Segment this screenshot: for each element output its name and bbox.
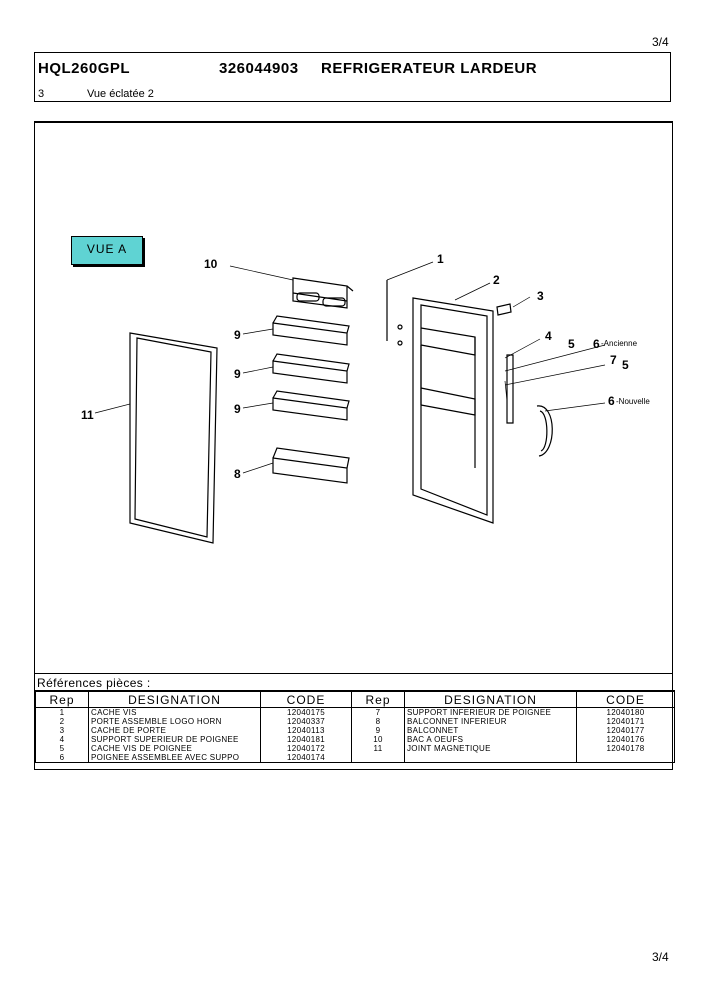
callout-7: 7	[610, 353, 617, 367]
cell-rep: 10	[351, 735, 405, 744]
table-header-row: Rep DESIGNATION CODE Rep DESIGNATION COD…	[35, 690, 675, 708]
cell-designation	[404, 753, 577, 763]
cell-rep: 4	[35, 735, 89, 744]
table-row: 1 CACHE VIS 12040175 7 SUPPORT INFERIEUR…	[35, 707, 675, 717]
table-row: 4 SUPPORT SUPERIEUR DE POIGNEE 12040181 …	[35, 735, 675, 744]
product-code: 326044903	[219, 60, 299, 77]
cell-rep: 1	[35, 707, 89, 717]
annotation-ancienne: -Ancienne	[601, 339, 638, 348]
callout-4: 4	[545, 329, 552, 343]
cell-code: 12040176	[576, 735, 675, 744]
section-index: 3	[38, 88, 45, 100]
cell-rep	[351, 753, 405, 763]
table-row: 5 CACHE VIS DE POIGNEE 12040172 11 JOINT…	[35, 744, 675, 753]
cell-code: 12040180	[576, 707, 675, 717]
part-poignee	[506, 354, 553, 457]
part-bac-a-oeufs	[292, 277, 354, 309]
cell-code: 12040181	[260, 735, 352, 744]
references-title: Références pièces :	[37, 676, 151, 690]
part-balconnet-inferieur	[272, 447, 350, 484]
cell-code: 12040171	[576, 717, 675, 726]
cell-designation: POIGNEE ASSEMBLEE AVEC SUPPO	[88, 753, 261, 763]
callout-1: 1	[437, 252, 444, 266]
cell-designation: CACHE VIS	[88, 707, 261, 717]
cell-rep: 2	[35, 717, 89, 726]
callout-5a: 5	[568, 337, 575, 351]
annotation-nouvelle: -Nouvelle	[616, 397, 650, 406]
parts-table: Rep DESIGNATION CODE Rep DESIGNATION COD…	[35, 690, 675, 763]
exploded-view-drawing: 10 9 9 9 8 11 1 2 3 4 5 6 7 5 6 -Ancienn…	[81, 252, 650, 544]
document-header: HQL260GPL 326044903 REFRIGERATEUR LARDEU…	[34, 52, 671, 102]
cell-rep: 7	[351, 707, 405, 717]
cell-rep: 11	[351, 744, 405, 753]
col-header-rep-2: Rep	[351, 690, 405, 708]
cell-rep: 5	[35, 744, 89, 753]
page-number-bottom: 3/4	[652, 950, 669, 964]
cell-rep: 9	[351, 726, 405, 735]
exploded-view-figure: 10 9 9 9 8 11 1 2 3 4 5 6 7 5 6 -Ancienn…	[34, 121, 673, 674]
cell-designation: PORTE ASSEMBLE LOGO HORN	[88, 717, 261, 726]
cell-designation: BALCONNET	[404, 726, 577, 735]
cell-rep: 3	[35, 726, 89, 735]
table-row: 2 PORTE ASSEMBLE LOGO HORN 12040337 8 BA…	[35, 717, 675, 726]
part-balconnet-1	[272, 315, 350, 346]
cell-code: 12040178	[576, 744, 675, 753]
col-header-rep: Rep	[35, 690, 89, 708]
model-name: HQL260GPL	[38, 60, 131, 77]
product-title: REFRIGERATEUR LARDEUR	[321, 60, 538, 77]
cell-designation: CACHE VIS DE POIGNEE	[88, 744, 261, 753]
cell-rep: 6	[35, 753, 89, 763]
callout-2: 2	[493, 273, 500, 287]
cell-code: 12040113	[260, 726, 352, 735]
callout-6a: 6	[593, 337, 600, 351]
parts-reference-section: Références pièces : Rep DESIGNATION CODE…	[34, 674, 675, 770]
cell-designation: CACHE DE PORTE	[88, 726, 261, 735]
callout-10: 10	[204, 257, 218, 271]
col-header-designation: DESIGNATION	[88, 690, 261, 708]
cell-designation: BAC A OEUFS	[404, 735, 577, 744]
table-row: 3 CACHE DE PORTE 12040113 9 BALCONNET 12…	[35, 726, 675, 735]
cell-code: 12040177	[576, 726, 675, 735]
cell-designation: BALCONNET INFERIEUR	[404, 717, 577, 726]
cell-designation: SUPPORT INFERIEUR DE POIGNEE	[404, 707, 577, 717]
section-title: Vue éclatée 2	[87, 88, 154, 100]
col-header-code-2: CODE	[576, 690, 675, 708]
part-balconnet-3	[272, 390, 350, 421]
callout-8: 8	[234, 467, 241, 481]
callout-6b: 6	[608, 394, 615, 408]
cell-code: 12040337	[260, 717, 352, 726]
part-balconnet-2	[272, 353, 350, 384]
part-cache-de-porte	[496, 303, 512, 316]
view-a-label: VUE A	[71, 236, 143, 265]
cell-code	[576, 753, 675, 763]
part-joint-magnetique	[129, 332, 218, 544]
table-row: 6 POIGNEE ASSEMBLEE AVEC SUPPO 12040174	[35, 753, 675, 763]
cell-rep: 8	[351, 717, 405, 726]
cell-code: 12040174	[260, 753, 352, 763]
part-porte	[412, 297, 494, 524]
cell-designation: SUPPORT SUPERIEUR DE POIGNEE	[88, 735, 261, 744]
callout-9b: 9	[234, 367, 241, 381]
cell-designation: JOINT MAGNETIQUE	[404, 744, 577, 753]
callout-9a: 9	[234, 328, 241, 342]
callout-11: 11	[81, 408, 94, 422]
page-number-top: 3/4	[652, 35, 669, 49]
col-header-designation-2: DESIGNATION	[404, 690, 577, 708]
callout-9c: 9	[234, 402, 241, 416]
callout-3: 3	[537, 289, 544, 303]
cell-code: 12040175	[260, 707, 352, 717]
cell-code: 12040172	[260, 744, 352, 753]
col-header-code: CODE	[260, 690, 352, 708]
callout-5b: 5	[622, 358, 629, 372]
